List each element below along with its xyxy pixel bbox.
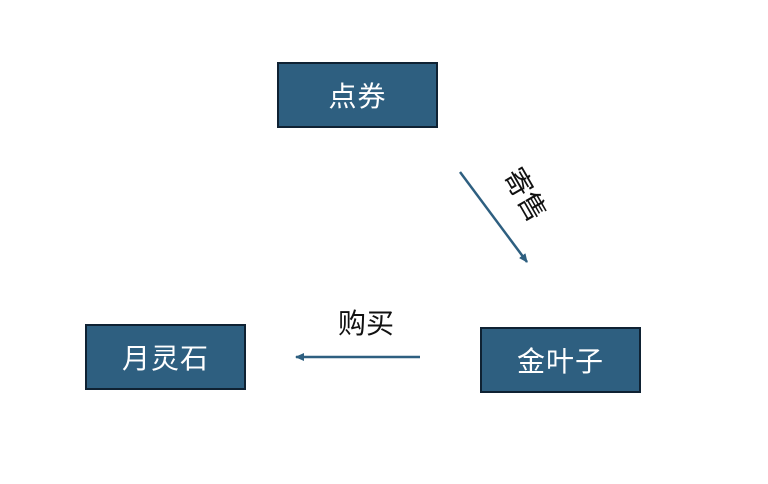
node-dianquan: 点券 bbox=[277, 62, 438, 128]
node-yuelingshi: 月灵石 bbox=[85, 324, 246, 390]
edge-label-goumai: 购买 bbox=[338, 307, 395, 340]
arrow-dianquan-to-jinyezi bbox=[458, 171, 529, 263]
node-jinyezi: 金叶子 bbox=[480, 327, 641, 393]
